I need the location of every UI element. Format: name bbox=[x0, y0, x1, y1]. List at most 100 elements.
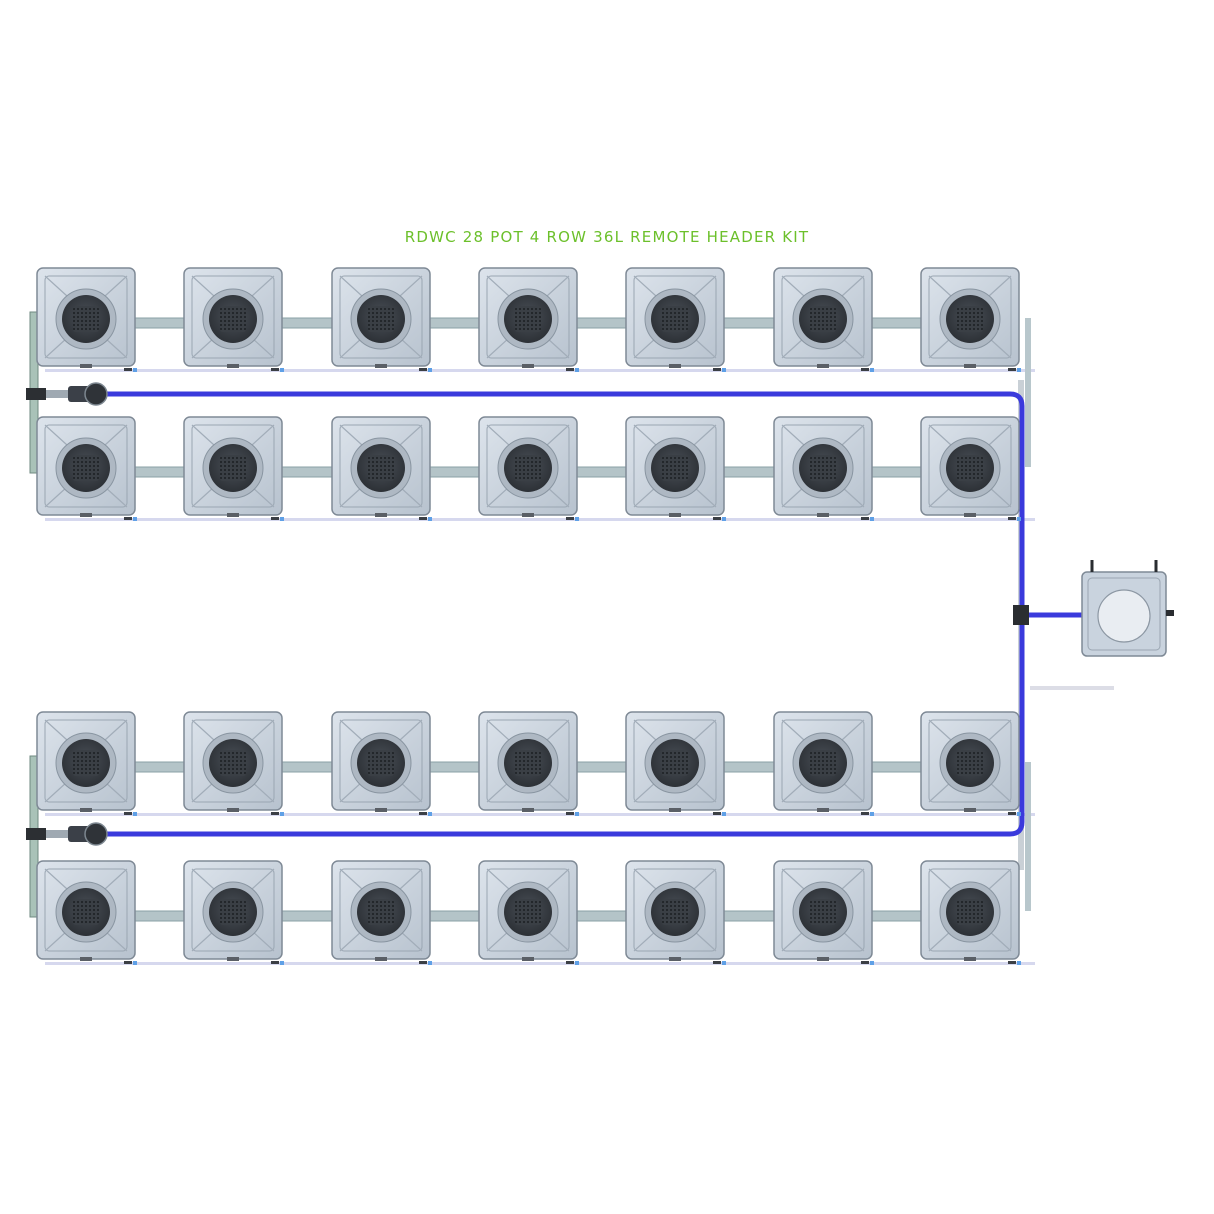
net-pot-mesh bbox=[73, 306, 99, 332]
drain-line bbox=[45, 369, 1035, 372]
pot-clip bbox=[669, 808, 681, 812]
pot-facets bbox=[781, 719, 865, 803]
tee-fitting-icon bbox=[713, 517, 721, 520]
square-pot-icon bbox=[773, 267, 873, 368]
square-pot-icon bbox=[773, 416, 873, 517]
pot-facets bbox=[191, 424, 275, 508]
tee-fitting-icon bbox=[419, 961, 427, 964]
drain-line bbox=[45, 813, 1035, 816]
pot-lid-edge bbox=[928, 719, 1012, 803]
square-pot-icon bbox=[36, 860, 136, 961]
pot-lid-edge bbox=[339, 719, 423, 803]
pot-clip bbox=[375, 364, 387, 368]
tee-fitting-icon bbox=[428, 368, 432, 372]
tee-fitting-icon bbox=[566, 517, 574, 520]
pot-lid-edge bbox=[781, 424, 865, 508]
square-pot-icon bbox=[183, 711, 283, 812]
pot-lid-edge bbox=[486, 719, 570, 803]
tee-fitting-icon bbox=[566, 961, 574, 964]
tee-fitting-icon bbox=[1017, 961, 1021, 965]
pot-lid-edge bbox=[633, 868, 717, 952]
pot-facets bbox=[44, 275, 128, 359]
pot-facets bbox=[191, 719, 275, 803]
tee-fitting-icon bbox=[722, 812, 726, 816]
square-pot-icon bbox=[331, 860, 431, 961]
square-pot-icon bbox=[36, 416, 136, 517]
pot-clip bbox=[80, 513, 92, 517]
pot-facets bbox=[633, 424, 717, 508]
square-pot-icon bbox=[625, 860, 725, 961]
fittings-layer bbox=[26, 368, 1029, 965]
square-pot-icon bbox=[183, 416, 283, 517]
pot-clip bbox=[817, 808, 829, 812]
tank-lid bbox=[1087, 577, 1161, 651]
pot-lid-edge bbox=[339, 424, 423, 508]
tee-fitting-icon bbox=[861, 812, 869, 815]
pot-facets bbox=[781, 868, 865, 952]
kit-title: RDWC 28 POT 4 ROW 36L REMOTE HEADER KIT bbox=[404, 228, 810, 246]
tee-fitting-icon bbox=[124, 517, 132, 520]
pot-clip bbox=[964, 364, 976, 368]
tee-fitting-icon bbox=[870, 961, 874, 965]
square-pot-icon bbox=[920, 416, 1020, 517]
net-pot-mesh bbox=[220, 306, 246, 332]
net-pot-mesh bbox=[810, 455, 836, 481]
net-pot-mesh bbox=[515, 899, 541, 925]
net-pot-mesh bbox=[368, 750, 394, 776]
pot-lid-edge bbox=[191, 275, 275, 359]
valve-stem bbox=[46, 390, 68, 398]
pot-lid-edge bbox=[191, 719, 275, 803]
pot-lid-edge bbox=[928, 868, 1012, 952]
pot-facets bbox=[928, 719, 1012, 803]
pot-clip bbox=[964, 957, 976, 961]
pot-clip bbox=[227, 364, 239, 368]
pot-clip bbox=[669, 364, 681, 368]
pot-clip bbox=[817, 513, 829, 517]
net-pot-mesh bbox=[515, 455, 541, 481]
square-pot-icon bbox=[773, 711, 873, 812]
tee-fitting-icon bbox=[722, 368, 726, 372]
pot-facets bbox=[191, 868, 275, 952]
pot-lid-edge bbox=[486, 868, 570, 952]
tee-fitting-icon bbox=[271, 812, 279, 815]
square-pot-icon bbox=[920, 711, 1020, 812]
pot-clip bbox=[375, 957, 387, 961]
tee-fitting-icon bbox=[280, 517, 284, 521]
pot-clip bbox=[80, 808, 92, 812]
square-pot-icon bbox=[183, 267, 283, 368]
tee-fitting-icon bbox=[861, 961, 869, 964]
net-pot-mesh bbox=[810, 750, 836, 776]
pot-clip bbox=[522, 808, 534, 812]
pot-lid-edge bbox=[781, 275, 865, 359]
pot-facets bbox=[633, 868, 717, 952]
tee-fitting-icon bbox=[575, 517, 579, 521]
tee-fitting-icon bbox=[566, 368, 574, 371]
pot-lid-edge bbox=[633, 424, 717, 508]
square-pot-icon bbox=[331, 711, 431, 812]
tee-fitting-icon bbox=[271, 961, 279, 964]
pot-facets bbox=[339, 719, 423, 803]
drain-line bbox=[45, 518, 1035, 521]
square-pot-icon bbox=[478, 416, 578, 517]
tee-fitting-icon bbox=[271, 517, 279, 520]
net-pot-mesh bbox=[810, 306, 836, 332]
pot-lid-edge bbox=[44, 719, 128, 803]
tee-fitting-icon bbox=[280, 812, 284, 816]
tee-fitting-icon bbox=[280, 961, 284, 965]
pot-clip bbox=[375, 808, 387, 812]
square-pot-icon bbox=[625, 711, 725, 812]
tee-fitting-icon bbox=[575, 368, 579, 372]
pot-clip bbox=[669, 957, 681, 961]
pot-facets bbox=[781, 424, 865, 508]
pot-clip bbox=[669, 513, 681, 517]
square-pot-icon bbox=[36, 711, 136, 812]
pot-clip bbox=[375, 513, 387, 517]
tank-inspection-lid bbox=[1097, 589, 1151, 643]
pot-facets bbox=[44, 424, 128, 508]
square-pot-icon bbox=[773, 860, 873, 961]
pot-clip bbox=[522, 957, 534, 961]
square-pot-icon bbox=[625, 416, 725, 517]
pot-facets bbox=[339, 275, 423, 359]
